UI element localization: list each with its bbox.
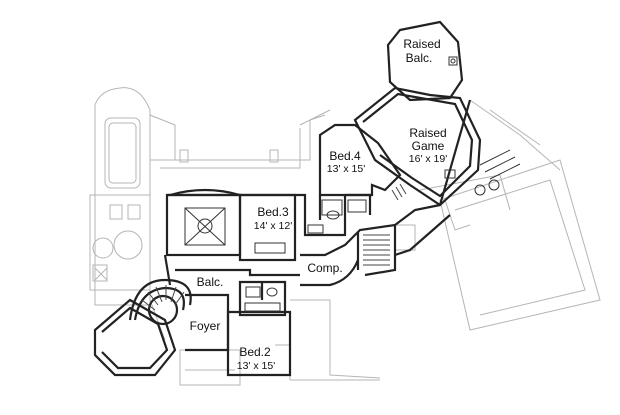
raised-game-label-line2: Game (412, 139, 445, 153)
comp-label: Comp. (307, 261, 342, 275)
stair-treads (141, 183, 407, 311)
room-labels: Raised Balc. Raised Game 16' x 19' Bed.4… (190, 37, 448, 372)
bed4-dims: 13' x 15' (327, 163, 365, 175)
foyer-label: Foyer (190, 319, 221, 333)
bed3-label: Bed.3 (257, 205, 289, 219)
bed2-dims: 13' x 15' (237, 360, 275, 372)
fixtures (184, 56, 521, 312)
raised-game-label-line1: Raised (409, 126, 446, 140)
bed4-label: Bed.4 (329, 149, 361, 163)
main-walls (93, 20, 482, 377)
bed2-label: Bed.2 (239, 345, 271, 359)
raised-balc-label-line2: Balc. (406, 51, 433, 65)
balc-label: Balc. (197, 275, 224, 289)
raised-balc-label-line1: Raised (403, 37, 440, 51)
bed3-dims: 14' x 12' (254, 220, 292, 232)
raised-game-dims: 16' x 19' (409, 153, 447, 165)
